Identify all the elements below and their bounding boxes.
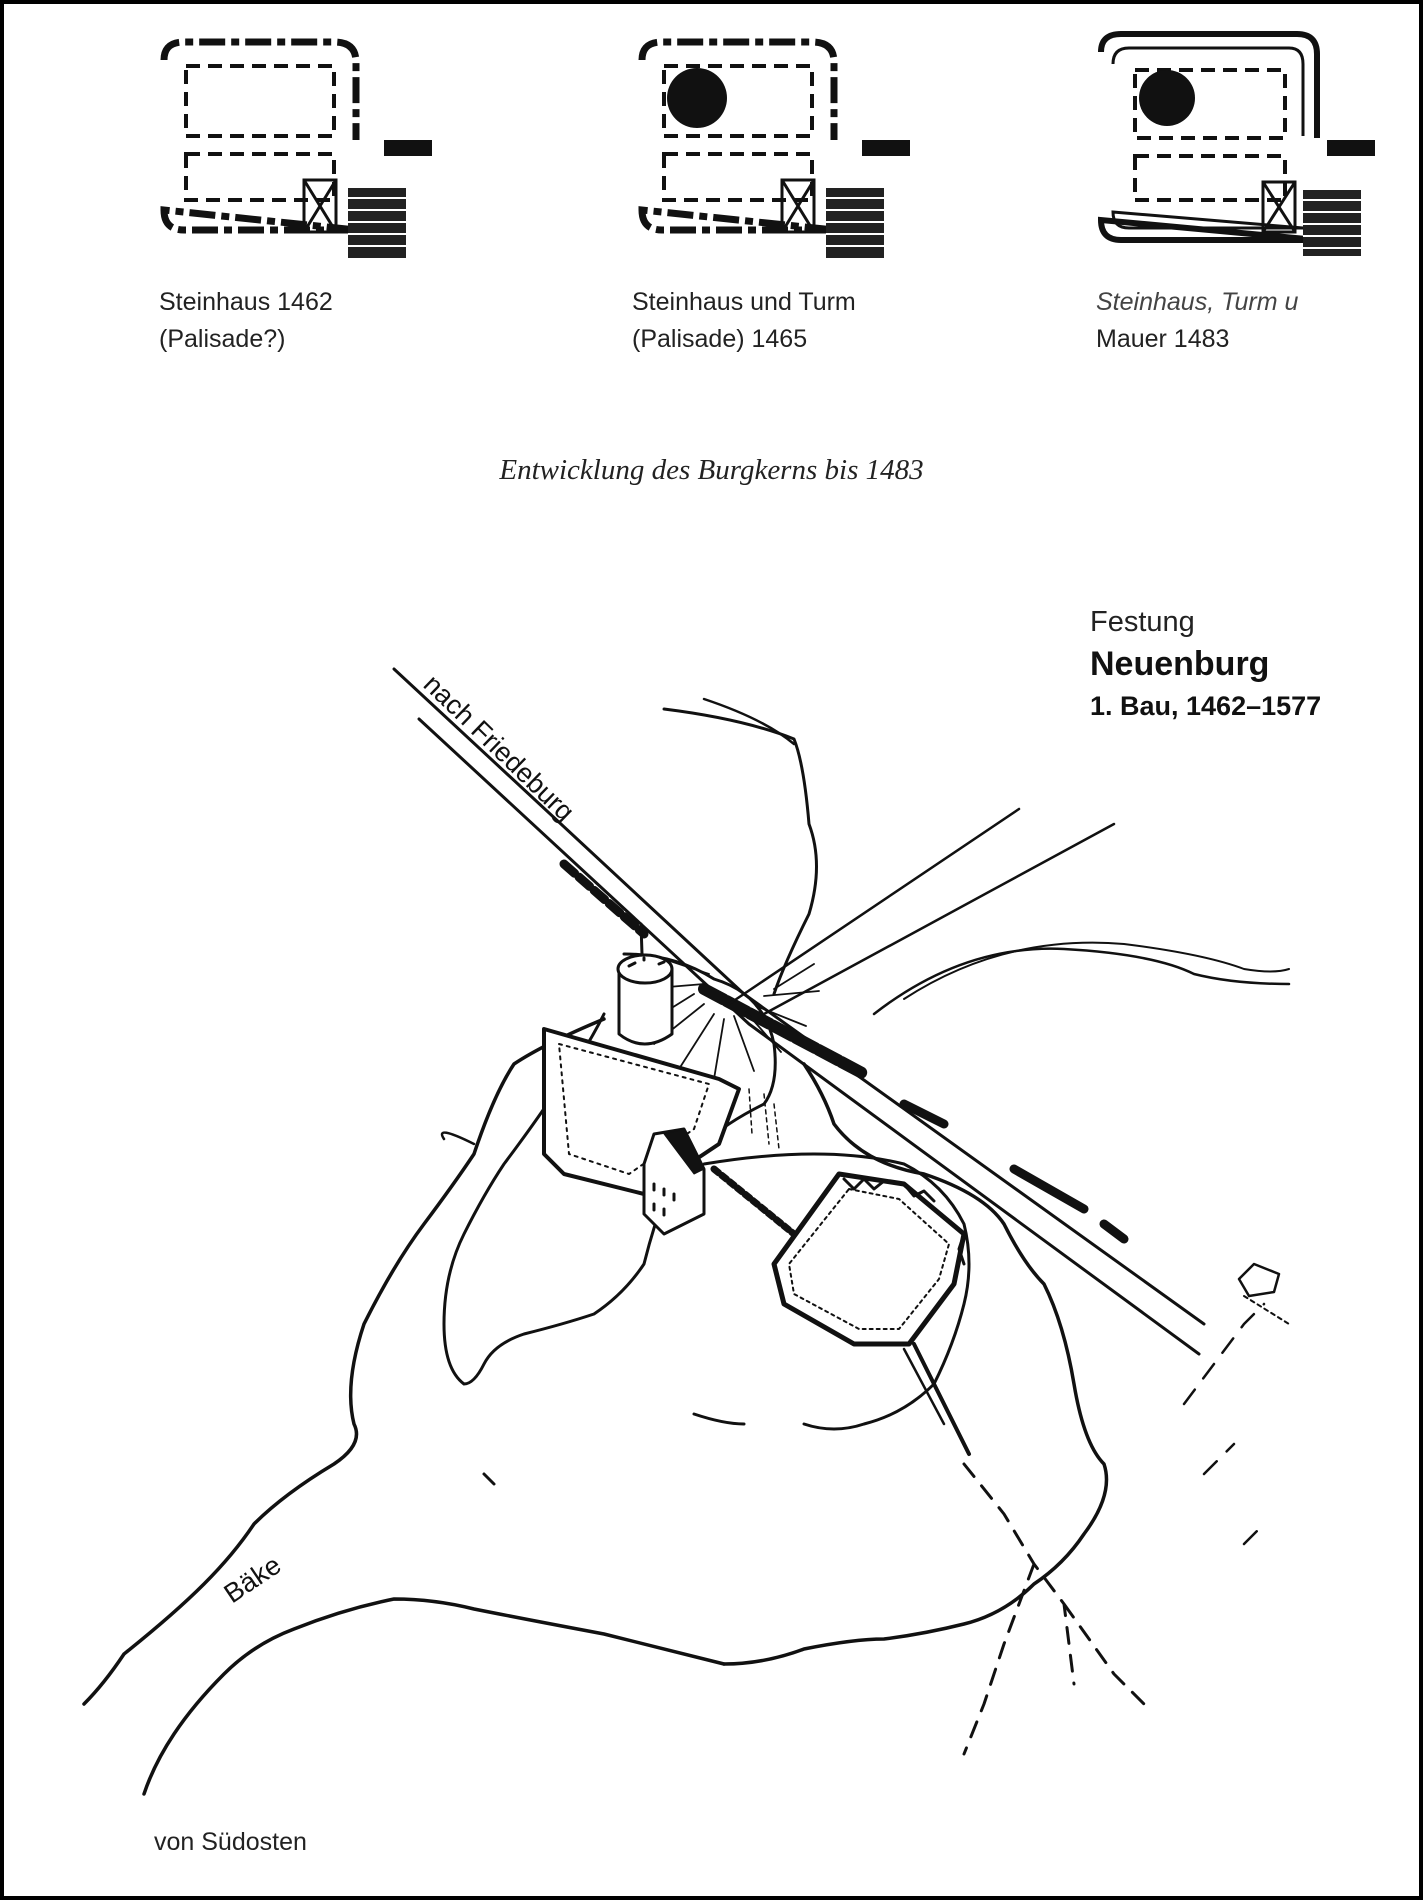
- caption-1483-line1: Steinhaus, Turm u: [1096, 288, 1299, 316]
- plan-stage-1465: [612, 30, 912, 270]
- plan-drawing-1483: [1097, 31, 1375, 256]
- map-drawing: nach Friedeburg Bäke: [82, 667, 1291, 1796]
- caption-stage-1462: Steinhaus 1462 (Palisade?): [159, 284, 333, 358]
- caption-1483-line2: Mauer 1483: [1096, 325, 1230, 353]
- tower-1465: [667, 68, 727, 128]
- outer-fortification: [771, 1171, 967, 1347]
- caption-stage-1465: Steinhaus und Turm (Palisade) 1465: [632, 284, 856, 358]
- plan-drawing-1462: [160, 38, 432, 258]
- title-line2: Neuenburg: [1090, 645, 1270, 683]
- castle-tower: [617, 967, 674, 1046]
- view-direction-label: von Südosten: [154, 1828, 307, 1856]
- title-line3: 1. Bau, 1462–1577: [1090, 691, 1322, 721]
- perspective-map: nach Friedeburg Bäke: [4, 624, 1419, 1896]
- plan-stage-1483: [1077, 30, 1377, 270]
- caption-stage-1483: Steinhaus, Turm u Mauer 1483: [1096, 284, 1298, 358]
- tower-1483: [1139, 70, 1195, 126]
- caption-1462-line1: Steinhaus 1462: [159, 288, 333, 316]
- caption-1465-line2: (Palisade) 1465: [632, 325, 808, 353]
- castle-square: [542, 1027, 741, 1196]
- plan-drawing-1465: [638, 38, 910, 258]
- title-line1: Festung: [1090, 606, 1195, 638]
- road-line-south: [417, 717, 1201, 1356]
- road-label: nach Friedeburg: [418, 669, 580, 827]
- caption-1465-line1: Steinhaus und Turm: [632, 288, 856, 316]
- plan-stage-1462: [134, 30, 434, 270]
- title-block: Festung Neuenburg 1. Bau, 1462–1577: [1090, 602, 1321, 726]
- caption-1462-line2: (Palisade?): [159, 325, 286, 353]
- subtitle: Entwicklung des Burgkerns bis 1483: [499, 454, 924, 486]
- castle-bridge: [710, 1165, 798, 1238]
